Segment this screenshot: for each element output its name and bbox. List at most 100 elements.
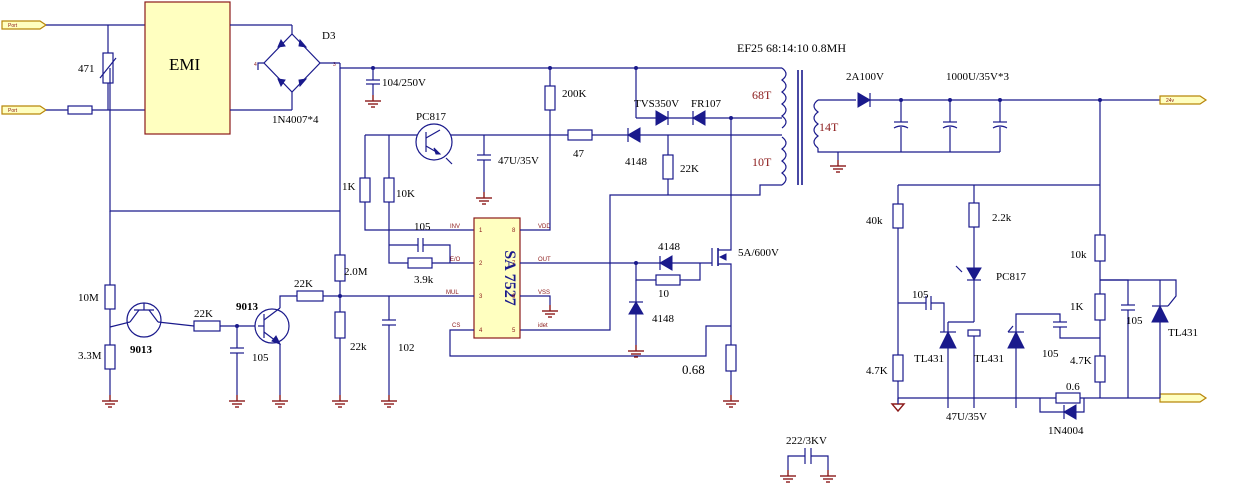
diode-1n4004	[1063, 404, 1077, 420]
svg-text:2A100V: 2A100V	[846, 71, 884, 83]
resistor-3-9k	[407, 257, 433, 269]
svg-text:OUT: OUT	[538, 257, 551, 263]
svg-text:102: 102	[398, 342, 415, 354]
resistor-2-2k	[968, 202, 980, 228]
svg-text:2.0M: 2.0M	[344, 266, 368, 278]
svg-text:MUL: MUL	[446, 290, 459, 296]
svg-text:0.6: 0.6	[1066, 381, 1080, 393]
svg-text:7: 7	[512, 261, 516, 267]
resistor-10k-sec	[1094, 234, 1106, 262]
emi-label: EMI	[169, 55, 201, 74]
svg-text:24v: 24v	[1166, 98, 1175, 104]
svg-text:47U/35V: 47U/35V	[498, 155, 539, 167]
svg-text:3: 3	[333, 62, 336, 68]
svg-text:TL431: TL431	[1168, 327, 1198, 339]
svg-text:47: 47	[573, 148, 585, 160]
svg-text:9013: 9013	[236, 301, 259, 313]
svg-text:Port: Port	[8, 108, 18, 114]
svg-text:1: 1	[479, 228, 483, 234]
svg-text:4: 4	[254, 62, 257, 68]
tl431-a	[939, 322, 957, 408]
svg-text:68T: 68T	[752, 88, 772, 102]
svg-text:2: 2	[479, 261, 483, 267]
svg-text:5: 5	[512, 328, 516, 334]
resistor-1k	[359, 177, 371, 203]
pwm-ic	[473, 217, 521, 339]
ac-input-2: Port	[1, 105, 48, 115]
opto-led-pc817	[955, 265, 982, 281]
svg-text:105: 105	[1042, 348, 1059, 360]
resistor-10m	[104, 284, 116, 310]
return-connector	[1159, 393, 1208, 403]
svg-text:D3: D3	[322, 30, 336, 42]
svg-text:10M: 10M	[78, 292, 99, 304]
resistor-22k-gate	[662, 154, 674, 180]
sense-resistor	[725, 344, 737, 372]
resistor-1k-sec	[1094, 293, 1106, 321]
resistor-22k-low	[334, 311, 346, 339]
svg-text:4.7K: 4.7K	[866, 365, 888, 377]
svg-text:10: 10	[658, 288, 670, 300]
svg-text:105: 105	[252, 352, 269, 364]
svg-text:22K: 22K	[680, 163, 699, 175]
svg-text:1N4004: 1N4004	[1048, 425, 1084, 437]
rectifier-diode-2a100v	[857, 92, 871, 108]
svg-text:4148: 4148	[658, 241, 681, 253]
svg-text:VSS: VSS	[538, 290, 550, 296]
transistor-9013-b	[254, 307, 290, 345]
resistor-10k	[383, 177, 395, 203]
svg-text:4148: 4148	[652, 313, 675, 325]
ic-name: SA 7527	[501, 250, 518, 306]
svg-text:Port: Port	[8, 23, 18, 29]
svg-text:200K: 200K	[562, 88, 587, 100]
svg-text:TVS350V: TVS350V	[634, 98, 679, 110]
resistor-22k-b	[296, 290, 324, 302]
transformer-label: EF25 68:14:10 0.8MH	[737, 41, 846, 55]
resistor-47	[567, 129, 593, 141]
opto-pc817-primary	[415, 123, 453, 165]
aux-diode-4148	[627, 127, 641, 143]
clamp-diode-4148	[628, 301, 644, 315]
svg-text:8: 8	[512, 228, 516, 234]
resistor-0-6	[1055, 392, 1081, 404]
gate-diode-4148	[659, 255, 673, 271]
svg-text:CS: CS	[452, 323, 460, 329]
svg-text:4148: 4148	[625, 156, 648, 168]
svg-text:2.2k: 2.2k	[992, 212, 1012, 224]
opto-output-transistor	[967, 329, 981, 408]
resistor-40k	[892, 203, 904, 229]
fr107-diode	[692, 110, 706, 126]
svg-text:1N4007*4: 1N4007*4	[272, 114, 319, 126]
svg-text:3.9k: 3.9k	[414, 274, 434, 286]
resistor-200k	[544, 85, 556, 111]
svg-text:104/250V: 104/250V	[382, 77, 426, 89]
tvs-diode	[655, 110, 669, 126]
gate-resistor-10	[655, 274, 681, 286]
svg-text:FR107: FR107	[691, 98, 721, 110]
svg-text:47U/35V: 47U/35V	[946, 411, 987, 423]
svg-text:4: 4	[479, 328, 483, 334]
tl431-b	[1007, 325, 1025, 408]
svg-text:10k: 10k	[1070, 249, 1087, 261]
svg-text:3.3M: 3.3M	[78, 350, 102, 362]
svg-text:4.7K: 4.7K	[1070, 355, 1092, 367]
svg-text:1K: 1K	[342, 181, 356, 193]
transistor-9013-a	[126, 302, 162, 338]
tl431-c	[1151, 279, 1177, 398]
svg-text:E/O: E/O	[450, 257, 461, 263]
bridge-rectifier	[263, 25, 321, 110]
svg-text:105: 105	[1126, 315, 1143, 327]
svg-text:10T: 10T	[752, 155, 772, 169]
svg-text:105: 105	[912, 289, 929, 301]
mosfet-switch	[711, 118, 732, 345]
svg-text:TL431: TL431	[974, 353, 1004, 365]
svg-text:40k: 40k	[866, 215, 883, 227]
svg-text:PC817: PC817	[996, 271, 1026, 283]
output-caps	[893, 100, 1008, 152]
svg-text:TL431: TL431	[914, 353, 944, 365]
ac-input-1: Port	[1, 20, 48, 30]
resistor-3-3m	[104, 344, 116, 370]
svg-text:105: 105	[414, 221, 431, 233]
svg-text:6: 6	[512, 294, 516, 300]
